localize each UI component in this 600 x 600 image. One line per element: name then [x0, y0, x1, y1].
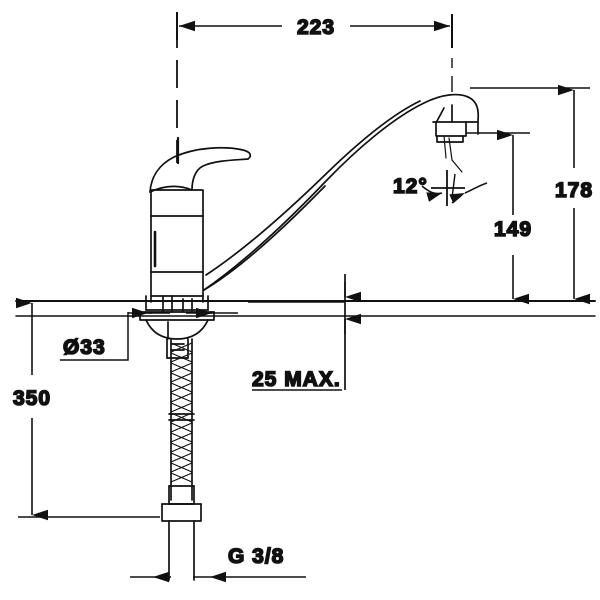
dim-label-12deg: 12°: [393, 175, 428, 198]
dim-label-25max: 25 MAX.: [252, 368, 341, 391]
dim-178: [470, 84, 590, 305]
spout-outline: [203, 93, 480, 291]
dim-223: [176, 12, 453, 163]
dim-label-g38: G 3/8: [228, 545, 284, 568]
dim-12deg: [421, 170, 488, 206]
worktop-surface: [15, 300, 596, 317]
faucet-geometry: [15, 93, 596, 581]
dim-label-350: 350: [13, 387, 51, 410]
dim-label-149: 149: [494, 218, 532, 241]
dim-label-d33: Ø33: [63, 336, 106, 359]
hose-mid-ferrule: [168, 413, 195, 421]
dim-label-223: 223: [297, 16, 335, 39]
dim-149: [466, 129, 530, 305]
lever-handle: [149, 146, 252, 193]
dim-d33: [60, 307, 238, 361]
dimension-lines: 223 149 178 Ø33: [12, 12, 593, 583]
dim-350: [16, 297, 160, 521]
aerator-outlet: [432, 104, 479, 173]
hose-end-fitting: [161, 485, 202, 581]
dim-25max: [248, 274, 361, 391]
dim-label-178: 178: [555, 179, 593, 202]
tap-body: [150, 189, 204, 303]
